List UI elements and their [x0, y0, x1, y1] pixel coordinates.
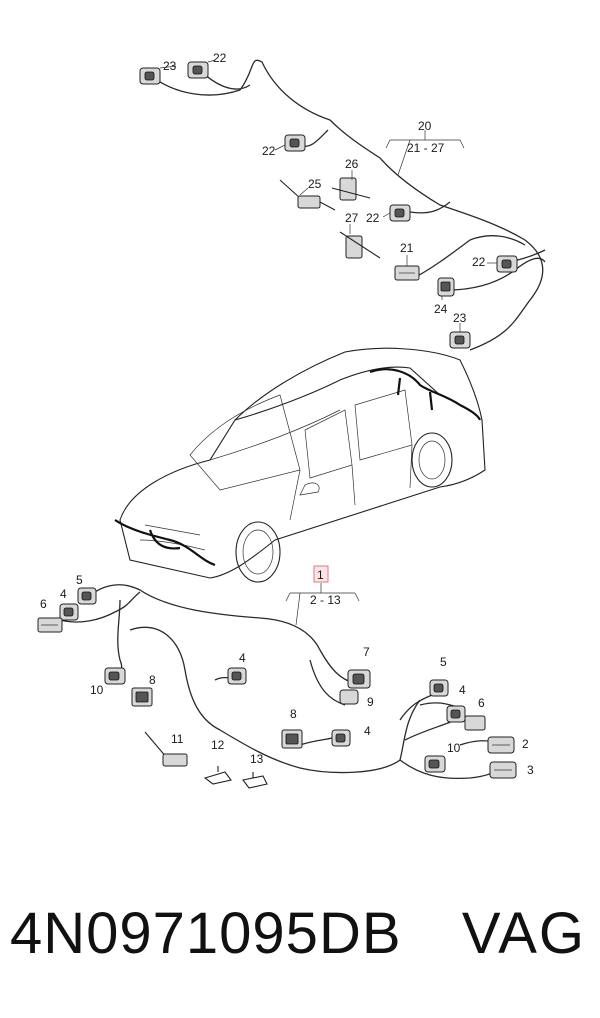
connector-6-left — [37, 617, 63, 633]
callout-6-left: 6 — [40, 597, 47, 611]
rear-connectors — [139, 61, 518, 349]
connector-4-lower — [331, 729, 351, 747]
group-bracket-1 — [285, 565, 360, 626]
callout-4-mid: 4 — [239, 651, 246, 665]
callout-3: 3 — [527, 763, 534, 777]
callout-26: 26 — [345, 157, 359, 171]
connector-4-right — [446, 705, 466, 723]
connector-24 — [437, 277, 455, 297]
car-illustration — [114, 347, 486, 583]
callout-25: 25 — [308, 177, 322, 191]
callout-7: 7 — [363, 645, 370, 659]
callout-21-27: 21 - 27 — [407, 141, 445, 155]
connector-3 — [489, 761, 517, 779]
brand-label: VAG — [461, 901, 586, 966]
connector-23-top — [139, 67, 161, 85]
connector-2 — [487, 736, 515, 754]
callout-8-mid: 8 — [290, 707, 297, 721]
callout-23-bottom: 23 — [453, 311, 467, 325]
callout-23-top: 23 — [163, 59, 177, 73]
connector-5-right — [429, 679, 449, 697]
callout-8-left: 8 — [149, 673, 156, 687]
bracket-26 — [331, 177, 371, 201]
connector-5-left — [77, 587, 97, 605]
callout-5-left: 5 — [76, 573, 83, 587]
callout-6-right: 6 — [478, 696, 485, 710]
callout-2-13: 2 - 13 — [310, 593, 341, 607]
callout-4-left: 4 — [60, 587, 67, 601]
connector-10-right — [424, 755, 446, 773]
callout-4-lower: 4 — [364, 724, 371, 738]
connector-8-left — [131, 687, 153, 707]
clip-25 — [279, 179, 336, 211]
connector-9 — [339, 689, 359, 705]
connector-4-left — [59, 603, 79, 621]
callout-21: 21 — [400, 241, 414, 255]
callout-1: 1 — [317, 568, 324, 582]
connector-6-right — [464, 715, 486, 731]
callout-9: 9 — [367, 695, 374, 709]
callout-10-left: 10 — [90, 683, 104, 697]
callout-13: 13 — [250, 752, 264, 766]
connector-7 — [347, 669, 371, 689]
front-connectors — [37, 587, 517, 789]
connector-10-left — [104, 667, 126, 685]
callout-22-top: 22 — [213, 51, 227, 65]
part-footer: 4N0971095DB VAG — [0, 892, 600, 992]
callout-27: 27 — [345, 211, 359, 225]
connector-8-mid — [281, 729, 303, 749]
callout-22-mid: 22 — [366, 211, 380, 225]
callout-labels: 20 21 - 27 23 22 22 26 25 22 27 21 22 24… — [40, 51, 534, 777]
callout-22-right: 22 — [472, 255, 486, 269]
callout-2: 2 — [522, 737, 529, 751]
callout-11: 11 — [171, 732, 184, 746]
part-number: 4N0971095DB — [10, 901, 402, 966]
group-bracket-20 — [385, 130, 465, 176]
connector-22-left — [284, 134, 306, 152]
callout-4-right: 4 — [459, 683, 466, 697]
connector-23-bottom — [449, 331, 471, 349]
rear-harness — [149, 59, 546, 351]
clip-11 — [144, 731, 188, 767]
bracket-13 — [242, 772, 268, 789]
label-leaders — [159, 59, 497, 332]
callout-12: 12 — [211, 738, 225, 752]
callout-20: 20 — [418, 119, 432, 133]
connector-22-mid — [389, 204, 411, 222]
highlight-box-1 — [313, 565, 329, 583]
connector-22-right — [496, 255, 518, 273]
callout-22-left: 22 — [262, 144, 276, 158]
connector-4-mid — [227, 667, 247, 685]
connector-22-top — [187, 61, 209, 79]
bracket-27 — [339, 231, 381, 259]
wiring-harness-diagram: 20 21 - 27 23 22 22 26 25 22 27 21 22 24… — [37, 51, 546, 789]
callout-24: 24 — [434, 302, 448, 316]
bracket-12 — [203, 766, 232, 785]
connector-21 — [394, 265, 420, 281]
callout-10-right: 10 — [447, 741, 461, 755]
callout-5-right: 5 — [440, 655, 447, 669]
